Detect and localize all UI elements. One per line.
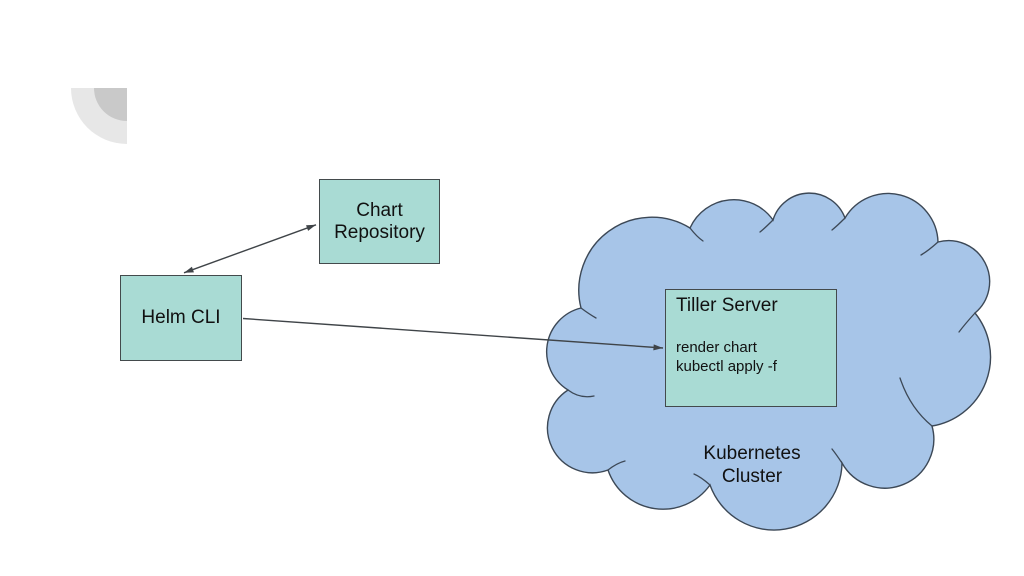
helm-cli-label: Helm CLI [141, 307, 221, 328]
edge-helm-tiller-server [242, 317, 664, 351]
chart-repository-label: Chart Repository [334, 199, 425, 243]
kubernetes-cluster-label: Kubernetes Cluster [703, 443, 801, 487]
tiller-server-body: render chart kubectl apply -f [676, 338, 826, 376]
edge-helm-chart-repository [183, 224, 317, 274]
corner-quarter-circle-decoration [71, 88, 127, 144]
node-helm-cli: Helm CLI [120, 275, 242, 361]
node-tiller-server: Tiller Server render chart kubectl apply… [665, 289, 837, 407]
quarter-circle-inner [94, 88, 127, 121]
tiller-server-body-line-2: kubectl apply -f [676, 358, 777, 375]
tiller-server-title: Tiller Server [676, 295, 778, 316]
cloud-inner-arc-ticks [567, 217, 976, 486]
node-chart-repository: Chart Repository [319, 179, 440, 264]
tiller-server-body-line-1: render chart [676, 339, 757, 356]
